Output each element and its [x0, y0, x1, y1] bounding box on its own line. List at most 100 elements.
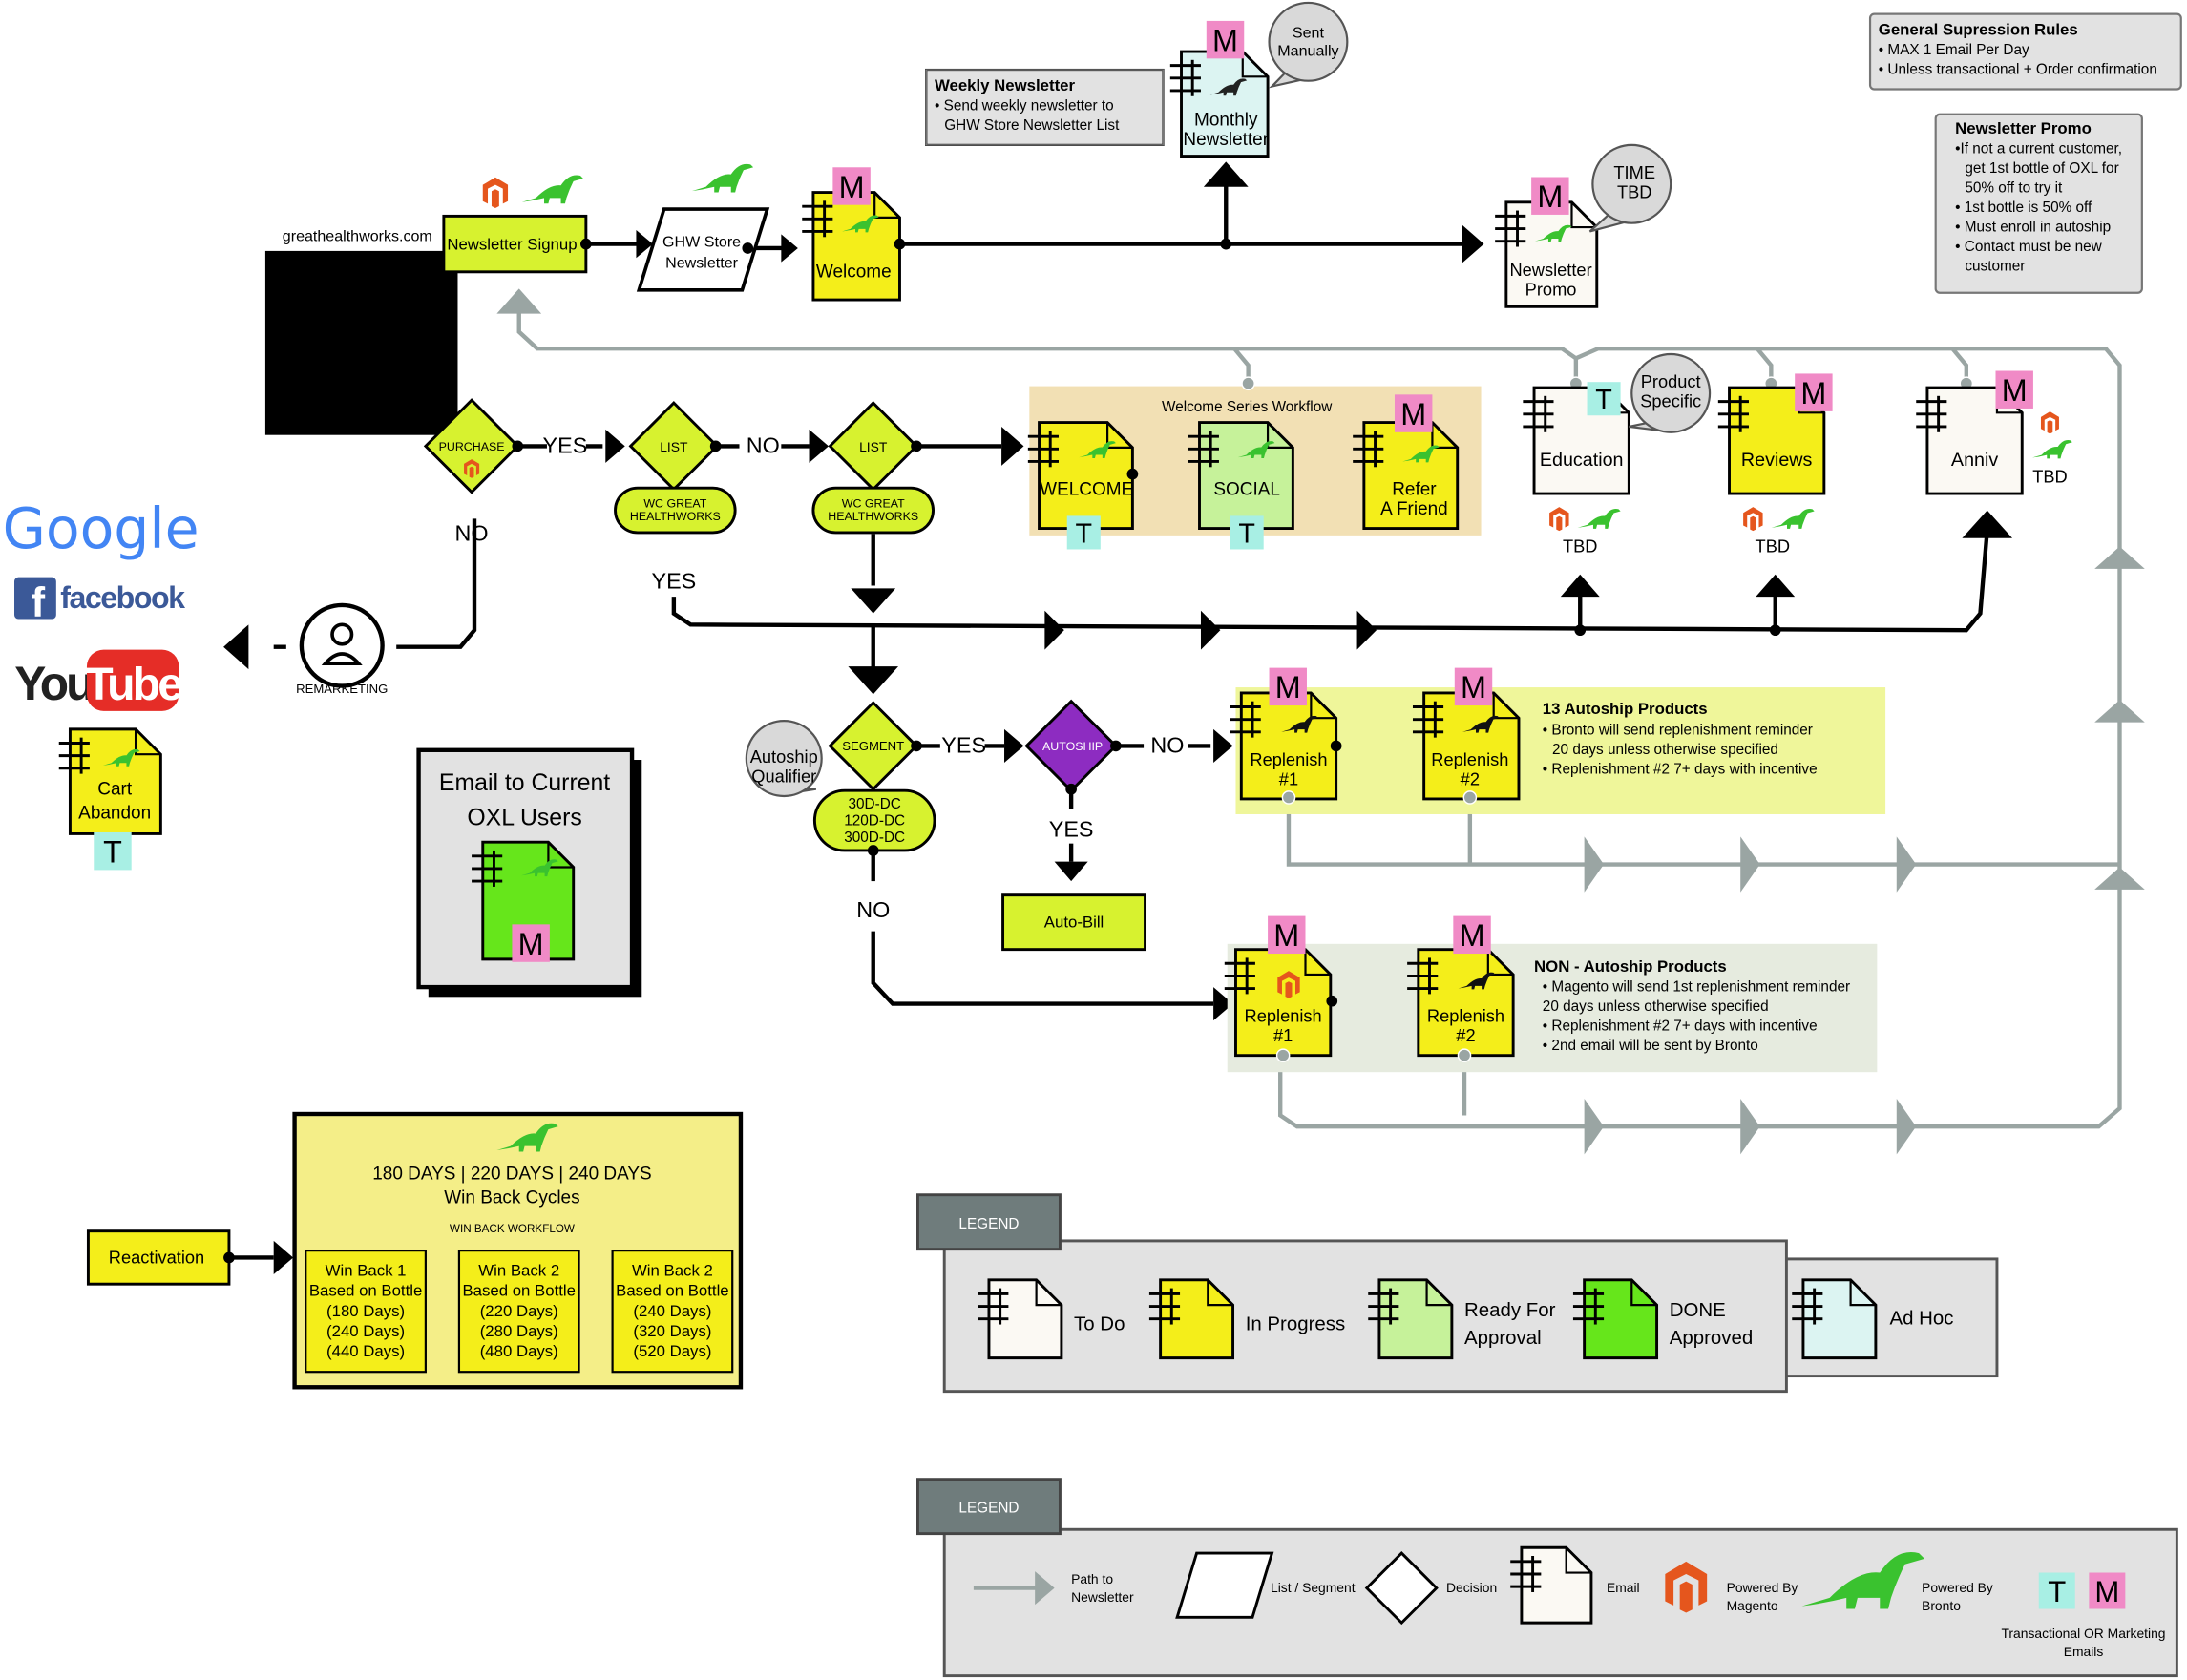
welcome-series-welcome-label: WELCOME — [1040, 480, 1133, 500]
legend-tm-label: Transactional OR Marketing — [2001, 1626, 2165, 1641]
bronto-dino-icon — [2032, 440, 2072, 459]
doc-fold — [1304, 949, 1331, 976]
win-back-line: (280 Days) — [480, 1322, 558, 1340]
arrowhead — [223, 624, 249, 670]
marketing-badge-label: M — [1275, 670, 1301, 704]
bronto-dino-icon — [102, 748, 140, 766]
win-back-line: (180 Days) — [326, 1302, 405, 1320]
junction-dot — [1462, 790, 1478, 805]
junction-dot — [742, 242, 754, 254]
promo-rules-note — [1934, 113, 2143, 294]
youtube-tube-label: Tube — [85, 659, 182, 710]
legend-decision-shape — [1364, 1551, 1439, 1626]
path-arrowhead — [1896, 836, 1917, 892]
legend-email-label: Email — [1607, 1580, 1640, 1595]
transactional-badge — [2038, 1572, 2075, 1609]
sent-manually-label: Sent — [1293, 24, 1325, 41]
promo-rules-line: customer — [1965, 258, 2025, 274]
callout-tail — [1269, 70, 1303, 89]
ghw-list-label: GHW Store — [662, 234, 741, 251]
newsletter-signup-box — [442, 214, 588, 274]
purchase-label: PURCHASE — [439, 440, 505, 453]
win-back-line: Based on Bottle — [616, 1282, 729, 1300]
email-doc-shape — [1801, 1278, 1878, 1360]
no-label: NO — [747, 433, 780, 458]
arrowhead — [809, 429, 829, 463]
transactional-badge — [1230, 515, 1264, 550]
transactional-badge-label: T — [2048, 1575, 2066, 1608]
suppression-note — [1868, 12, 2182, 91]
win-back-line: (440 Days) — [326, 1342, 405, 1360]
arrowhead — [1213, 987, 1233, 1021]
marketing-badge — [1394, 394, 1433, 432]
doc-fold — [1425, 1279, 1452, 1307]
marketing-badge-label: M — [1273, 918, 1299, 953]
marketing-badge-label: M — [839, 170, 865, 204]
path-arrowhead — [1584, 836, 1605, 892]
legend-todo-label: To Do — [1074, 1312, 1125, 1334]
wc-healthworks-label: HEALTHWORKS — [630, 510, 721, 523]
junction-dot — [580, 238, 592, 250]
legend-1-tab — [916, 1193, 1062, 1251]
email-doc-shape — [1520, 1545, 1593, 1625]
legend-todo-doc — [978, 1278, 1063, 1360]
transactional-badge-label: T — [1595, 385, 1612, 415]
doc-fold — [1630, 1279, 1657, 1307]
monthly-email-label: Newsletter — [1183, 130, 1269, 150]
legend-done-doc — [1572, 1278, 1659, 1360]
reviews-email — [1717, 386, 1826, 495]
win-back-line: Based on Bottle — [462, 1282, 575, 1300]
facebook-f: f — [32, 579, 46, 626]
legend-path-arrowhead — [1035, 1571, 1055, 1606]
yes-label: YES — [543, 433, 588, 458]
legend-bronto-label: Bronto — [1922, 1598, 1961, 1613]
autoship-qualifier-label: Qualifier — [751, 766, 816, 786]
auto-bill-box — [1001, 893, 1147, 952]
bronto-dino-icon — [1458, 972, 1496, 990]
autoship-replenish-2-label: #2 — [1461, 768, 1480, 788]
transactional-badge-label: T — [1075, 518, 1092, 549]
person-body-icon — [321, 652, 363, 666]
autoship-label: AUTOSHIP — [1042, 740, 1103, 753]
no-label: NO — [856, 897, 890, 922]
path-arrowhead — [1584, 1098, 1605, 1155]
connector — [871, 931, 1214, 1006]
junction-dot — [867, 845, 879, 856]
segment-pill-line: 120D-DC — [844, 813, 905, 830]
magento-logo-icon — [2040, 411, 2059, 434]
path-arrowhead — [1740, 836, 1760, 892]
win-back-line: Based on Bottle — [309, 1282, 423, 1300]
non-autoship-replenish-2-label: Replenish — [1427, 1006, 1504, 1026]
legend-tm-label: Emails — [2064, 1644, 2104, 1659]
path-arrowhead — [2094, 700, 2145, 723]
junction-dot — [512, 440, 524, 452]
legend-bronto-label: Powered By — [1922, 1580, 1993, 1595]
transactional-badge-label: T — [103, 835, 122, 870]
autoship-qualifier-label: Autoship — [750, 746, 818, 766]
youtube-logo-icon — [86, 649, 179, 711]
doc-fold — [1241, 52, 1269, 78]
yes-label: YES — [651, 568, 696, 593]
non-autoship-panel-line: • Magento will send 1st replenishment re… — [1543, 978, 1850, 995]
magento-logo-icon — [1277, 971, 1300, 998]
suppression-line: • Unless transactional + Order confirmat… — [1879, 61, 2157, 77]
bronto-dino-icon — [1079, 441, 1116, 458]
wc-healthworks-label: WC GREAT — [842, 497, 905, 511]
bronto-dino-icon — [1577, 509, 1621, 529]
email-doc-shape — [481, 840, 576, 961]
marketing-badge — [1454, 667, 1493, 706]
sent-manually-bubble — [1268, 1, 1349, 82]
non-autoship-panel — [1227, 943, 1878, 1073]
arrowhead — [1203, 161, 1249, 187]
anniversary-label: Anniv — [1951, 450, 1998, 471]
welcome-series-welcome-email — [1027, 421, 1134, 531]
win-back-days-label: 180 DAYS | 220 DAYS | 240 DAYS — [372, 1165, 651, 1185]
doc-fold — [1565, 1547, 1591, 1574]
no-label: NO — [1150, 733, 1184, 758]
legend-ready-label: Ready For — [1464, 1299, 1556, 1321]
junction-dot — [1275, 1048, 1291, 1062]
connector — [396, 518, 477, 649]
youtube-you-label: You — [14, 657, 93, 710]
non-autoship-panel-line: • Replenishment #2 7+ days with incentiv… — [1543, 1018, 1818, 1034]
